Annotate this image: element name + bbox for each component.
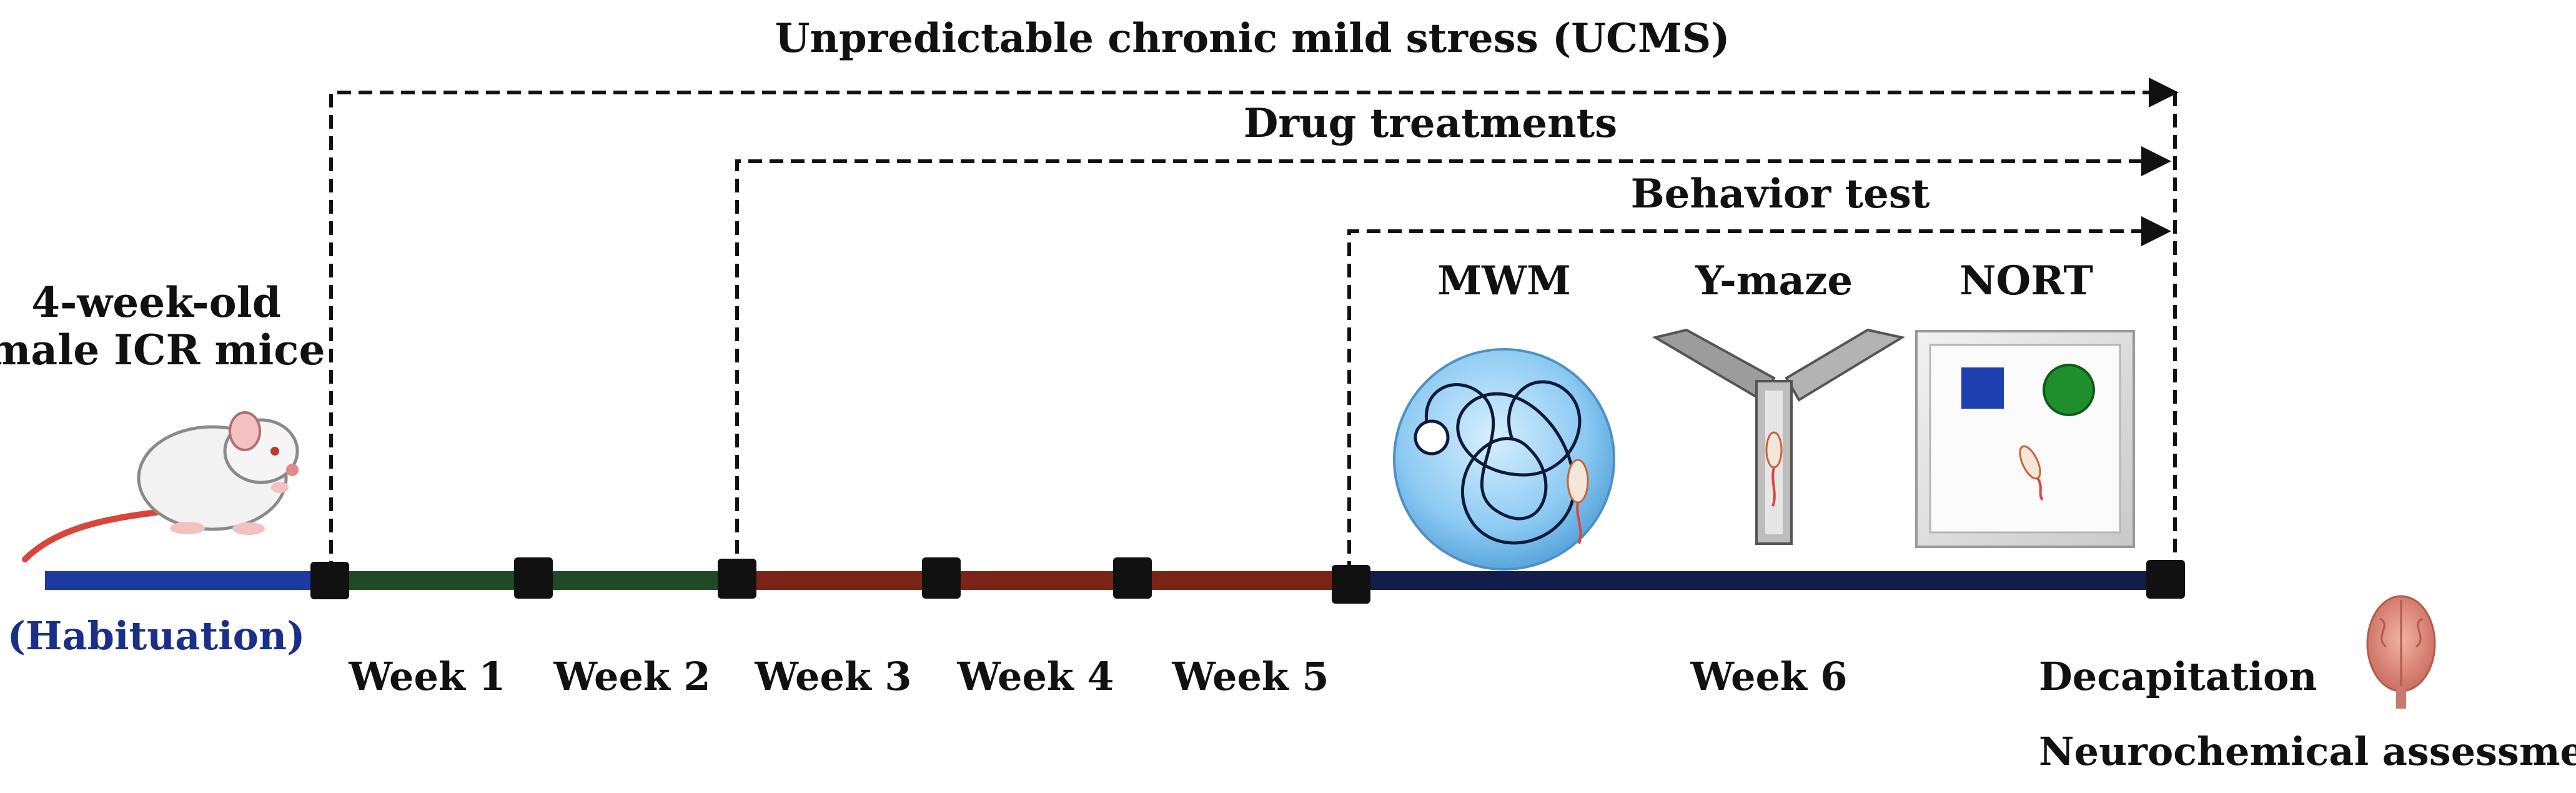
y-maze-icon xyxy=(1652,328,1906,545)
marker-week-1 xyxy=(514,557,553,599)
week-6-label: Week 6 xyxy=(1690,654,1848,699)
water-maze-icon xyxy=(1393,348,1615,571)
animals-label-line1: 4-week-old xyxy=(31,278,281,327)
behavior-test-label: Behavior test xyxy=(1630,171,1930,217)
animals-label-line2: male ICR mice xyxy=(0,326,325,374)
drug-arrow xyxy=(735,146,2171,575)
marker-week-2 xyxy=(718,559,756,599)
habituation-label: (Habituation) xyxy=(7,613,305,659)
decapitation-label: Decapitation xyxy=(2039,654,2317,699)
marker-week-6 xyxy=(2146,560,2185,599)
test-ymaze-label: Y-maze xyxy=(1695,257,1853,304)
drug-treatments-label: Drug treatments xyxy=(1243,100,1618,147)
weeks-3-5-bar xyxy=(737,571,1349,590)
week-2-label: Week 2 xyxy=(553,654,711,699)
week-1-label: Week 1 xyxy=(349,654,506,699)
object-recognition-box-icon xyxy=(1915,330,2135,548)
test-mwm-label: MWM xyxy=(1437,257,1571,304)
week-4-label: Week 4 xyxy=(957,654,1114,699)
marker-week-0 xyxy=(310,562,349,599)
marker-week-3 xyxy=(922,557,961,599)
week-5-label: Week 5 xyxy=(1172,654,1329,699)
test-nort-label: NORT xyxy=(1959,257,2093,304)
neurochemical-assessment-label: Neurochemical assessment xyxy=(2039,729,2576,774)
marker-week-4 xyxy=(1113,557,1152,599)
habituation-bar xyxy=(45,571,320,590)
brain-icon xyxy=(2366,595,2436,709)
mouse-icon xyxy=(22,411,299,562)
week-6-bar xyxy=(1349,571,2166,590)
marker-week-5 xyxy=(1332,565,1370,604)
timeline-markers xyxy=(310,557,2185,604)
ucms-arrow xyxy=(329,77,2179,575)
ucms-label: Unpredictable chronic mild stress (UCMS) xyxy=(775,15,1730,62)
week-3-label: Week 3 xyxy=(755,654,912,699)
behavior-arrow xyxy=(1347,216,2171,575)
